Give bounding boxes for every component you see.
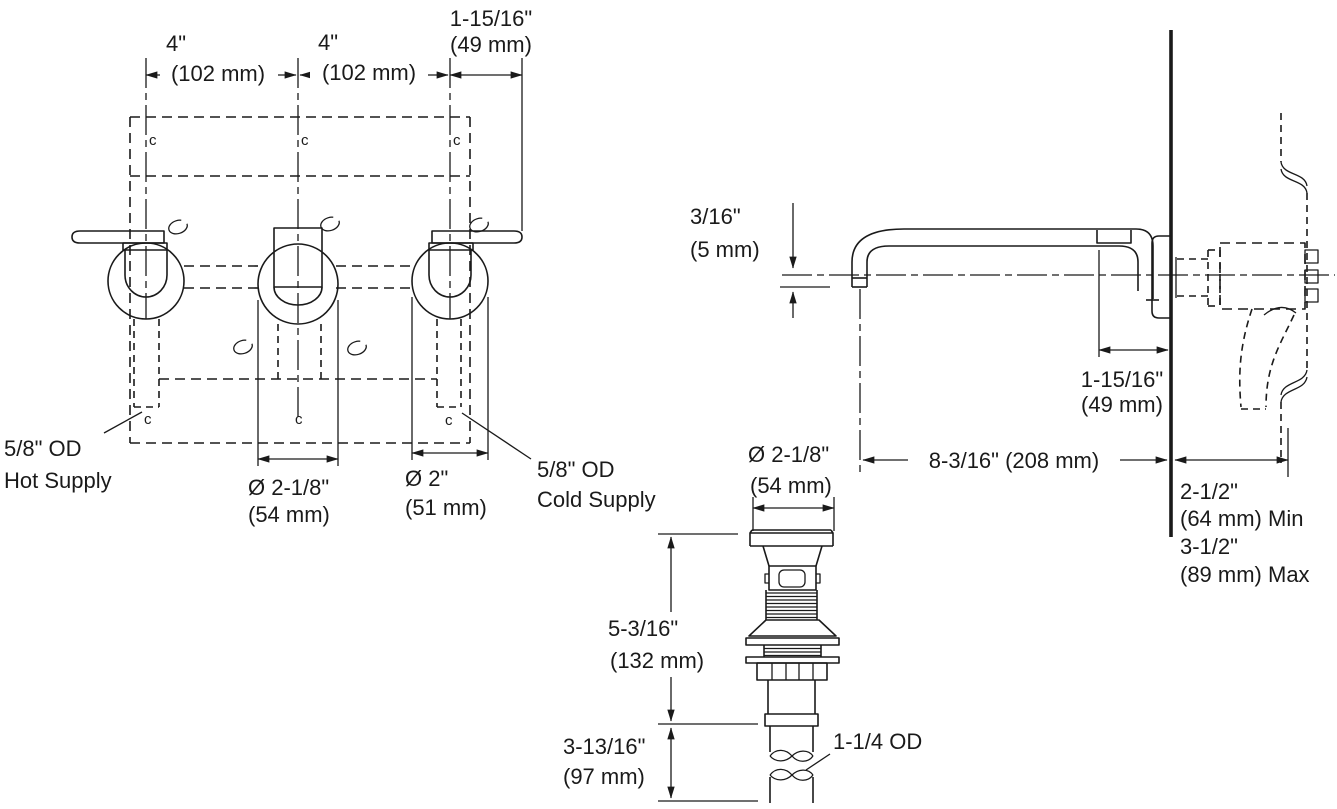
manifold-lines	[184, 265, 412, 289]
dim-handle-end-mm: (49 mm)	[450, 32, 532, 57]
screw-slot-icon	[233, 339, 253, 355]
tailpiece-od-label: 1-1/4 OD	[833, 729, 922, 754]
behind-wall-valve	[1175, 242, 1319, 310]
centerline-mark: c	[144, 411, 152, 428]
spout-top-detail	[1096, 230, 1132, 244]
drain-flange	[749, 529, 834, 547]
dim-handle-end-inches: 1-15/16"	[450, 6, 532, 31]
dim-overall-inches: 5-3/16"	[608, 616, 678, 641]
dim-handle-escutcheon-inches: Ø 2"	[405, 466, 448, 491]
centerline-mark: c	[445, 412, 453, 429]
cold-handle-lever	[431, 230, 523, 244]
thread-tab	[1304, 249, 1319, 264]
spout-profile	[851, 228, 1171, 319]
drain-slip-collar	[764, 713, 819, 727]
dim-handle-escutcheon-mm: (51 mm)	[405, 495, 487, 520]
drain-neck	[762, 545, 823, 567]
drain-waist	[768, 565, 817, 591]
drain-locknut	[756, 662, 828, 681]
label-mask	[310, 60, 428, 89]
dim-spout-escutcheon-mm: (54 mm)	[248, 502, 330, 527]
drain-tailpiece	[769, 726, 814, 803]
dim-flange-dia-inches: Ø 2-1/8"	[748, 442, 829, 467]
screw-slot-icon	[168, 219, 188, 235]
centerline-mark: c	[295, 411, 303, 428]
hot-handle-valve	[71, 219, 188, 320]
drain-threads-upper	[765, 590, 818, 620]
dim-wall-depth-max-mm: (89 mm) Max	[1180, 562, 1310, 587]
thread-tab	[1304, 288, 1319, 303]
hot-supply-channel	[133, 319, 160, 408]
label-mask	[160, 60, 278, 89]
leader-cold-supply	[461, 412, 532, 460]
dim-wall-depth-min-inches: 2-1/2"	[1180, 479, 1238, 504]
mounting-plate-outline	[129, 116, 471, 444]
spout-escutcheon	[1151, 235, 1171, 319]
dim-overall-mm: (132 mm)	[610, 648, 704, 673]
dim-tailpiece-mm: (97 mm)	[563, 764, 645, 789]
leader-tailpiece-od	[805, 753, 831, 771]
dim-left-spacing-inches: 4"	[166, 31, 186, 56]
drain-washer	[745, 656, 840, 664]
dim-flange-dia-mm: (54 mm)	[750, 473, 832, 498]
label-mask	[908, 447, 1120, 473]
dim-spout-drop-mm: (5 mm)	[690, 237, 760, 262]
centerline-mark: c	[149, 132, 157, 149]
hot-supply-label-line1: 5/8" OD	[4, 436, 82, 461]
drain-threads-lower	[763, 645, 822, 657]
dim-spout-drop-inches: 3/16"	[690, 204, 741, 229]
hot-supply-label-line2: Hot Supply	[4, 468, 112, 493]
front-view: 4" (102 mm) 4" (102 mm) 1-15/16" (49 mm)…	[4, 6, 656, 527]
dim-tailpiece-inches: 3-13/16"	[563, 734, 645, 759]
cold-supply-label-line2: Cold Supply	[537, 487, 656, 512]
leader-hot-supply	[103, 411, 143, 434]
dim-spout-offset-mm: (49 mm)	[1081, 392, 1163, 417]
dim-left-spacing-mm: (102 mm)	[171, 61, 265, 86]
valve-body-hidden	[1219, 242, 1306, 310]
side-view: 3/16" (5 mm) 8-3/16" (208 mm) 1-15/16" (…	[690, 30, 1335, 587]
cold-handle-valve	[411, 217, 523, 320]
centerline-mark: c	[301, 132, 309, 149]
spout-valve	[257, 216, 340, 325]
spout-supply-channel	[277, 324, 322, 379]
dim-right-spacing-mm: (102 mm)	[322, 60, 416, 85]
drain-cone-washer	[748, 619, 837, 637]
drain-assembly	[745, 529, 840, 803]
dim-wall-depth-max-inches: 3-1/2"	[1180, 534, 1238, 559]
screw-slot-icon	[347, 340, 367, 356]
hot-handle-lever	[71, 230, 165, 244]
supply-tube-hidden	[1238, 306, 1297, 410]
cold-supply-channel	[436, 319, 462, 408]
centerline-mark: c	[453, 132, 461, 149]
drain-flange-plate	[745, 637, 840, 646]
cold-supply-label-line1: 5/8" OD	[537, 457, 615, 482]
dim-spout-reach: 8-3/16" (208 mm)	[929, 448, 1099, 473]
wall-stud-hidden	[1280, 113, 1308, 463]
dim-spout-escutcheon-inches: Ø 2-1/8"	[248, 475, 329, 500]
dim-spout-offset-inches: 1-15/16"	[1081, 367, 1163, 392]
thread-tab	[1304, 269, 1319, 284]
dim-wall-depth-min-mm: (64 mm) Min	[1180, 506, 1303, 531]
dim-right-spacing-inches: 4"	[318, 30, 338, 55]
drain-view: Ø 2-1/8" (54 mm)	[563, 442, 922, 803]
